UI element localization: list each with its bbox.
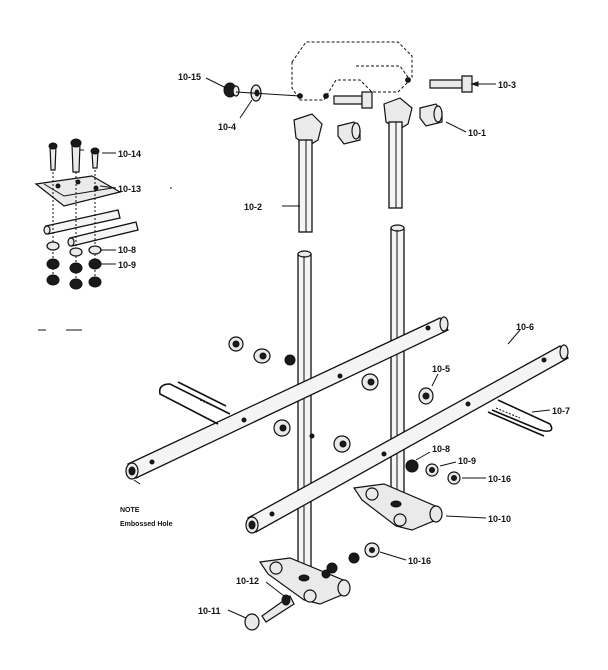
bushing-10-1 [419,103,443,127]
u-bolt-left [158,381,231,425]
callout-10-10: 10-10 [488,514,511,524]
callout-10-8: 10-8 [432,444,450,454]
foot-base-10-10 [352,483,443,531]
callout-10-13: 10-13 [118,184,141,194]
lower-post-left [297,250,312,577]
callout-10-12: 10-12 [236,576,259,586]
lower-nuts-10-16 [326,542,380,574]
note-label: NOTE [120,507,140,514]
bracket-bolts [333,91,373,109]
callout-10-14: 10-14 [118,149,141,159]
note-embossed-hole: Embossed Hole [120,521,173,528]
callout-10-2: 10-2 [244,202,262,212]
nut-10-5 [418,387,434,405]
nuts-right-stack [405,459,461,485]
inset-detail [34,138,172,331]
callout-10-11: 10-11 [198,606,221,616]
lower-bolt-10-11 [244,594,295,631]
leader-lines [99,77,551,619]
callout-10-9-inset: 10-9 [118,260,136,270]
spacer-center [337,373,379,391]
spacer-mid-left [273,419,315,439]
bushing-left [337,121,361,145]
callout-10-3: 10-3 [498,80,516,90]
u-bolt-10-7 [487,399,553,437]
callout-10-7: 10-7 [552,406,570,416]
seat-bracket [291,41,413,101]
spacer-mid [333,435,351,453]
callout-10-9: 10-9 [458,456,476,466]
foot-base-lower [258,557,351,605]
callout-10-15: 10-15 [178,72,201,82]
callout-10-6: 10-6 [516,322,534,332]
cross-tube-front-10-6 [245,344,569,534]
callout-10-16-a: 10-16 [488,474,511,484]
nut-10-15 [223,82,240,98]
upper-post-right [383,97,413,209]
upper-post-left [293,113,323,233]
cross-tube-rear [125,316,449,480]
bolt-10-3 [429,75,496,93]
lower-post-right [390,224,405,505]
callout-10-1: 10-1 [468,128,486,138]
callout-10-8-inset: 10-8 [118,245,136,255]
callout-10-4: 10-4 [218,122,236,132]
callout-10-5: 10-5 [432,364,450,374]
callout-10-16-b: 10-16 [408,556,431,566]
nuts-upper-left [228,336,296,366]
